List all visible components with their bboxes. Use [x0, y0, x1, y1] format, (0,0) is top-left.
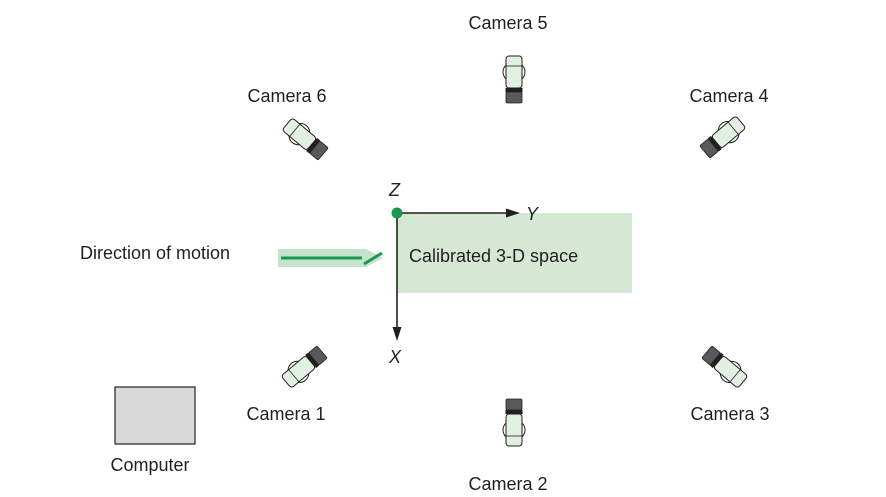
camera-2-label: Camera 2 — [468, 474, 548, 494]
computer-label: Computer — [110, 455, 190, 475]
origin-point — [391, 207, 403, 219]
calibrated-space-region — [397, 213, 632, 293]
computer-box — [114, 386, 196, 445]
camera-5-label: Camera 5 — [468, 13, 548, 33]
y-axis-arrow — [397, 208, 520, 218]
camera-4-label: Camera 4 — [689, 86, 769, 106]
y-axis-label: Y — [526, 204, 539, 224]
z-axis-label: Z — [389, 180, 400, 200]
camera-6-label: Camera 6 — [247, 86, 327, 106]
camera-6-icon — [279, 114, 331, 163]
x-axis-arrow — [392, 213, 402, 341]
x-axis-label: X — [389, 347, 402, 367]
camera-1-icon — [278, 343, 330, 392]
camera-3-icon — [699, 343, 751, 392]
camera-4-icon — [697, 112, 749, 161]
direction-arrow — [278, 249, 383, 267]
camera-5-icon — [502, 55, 526, 104]
camera-1-label: Camera 1 — [246, 404, 326, 424]
calibrated-space-label: Calibrated 3-D space — [409, 246, 579, 266]
camera-3-label: Camera 3 — [690, 404, 770, 424]
camera-2-icon — [502, 398, 526, 447]
direction-of-motion-label: Direction of motion — [80, 243, 231, 263]
